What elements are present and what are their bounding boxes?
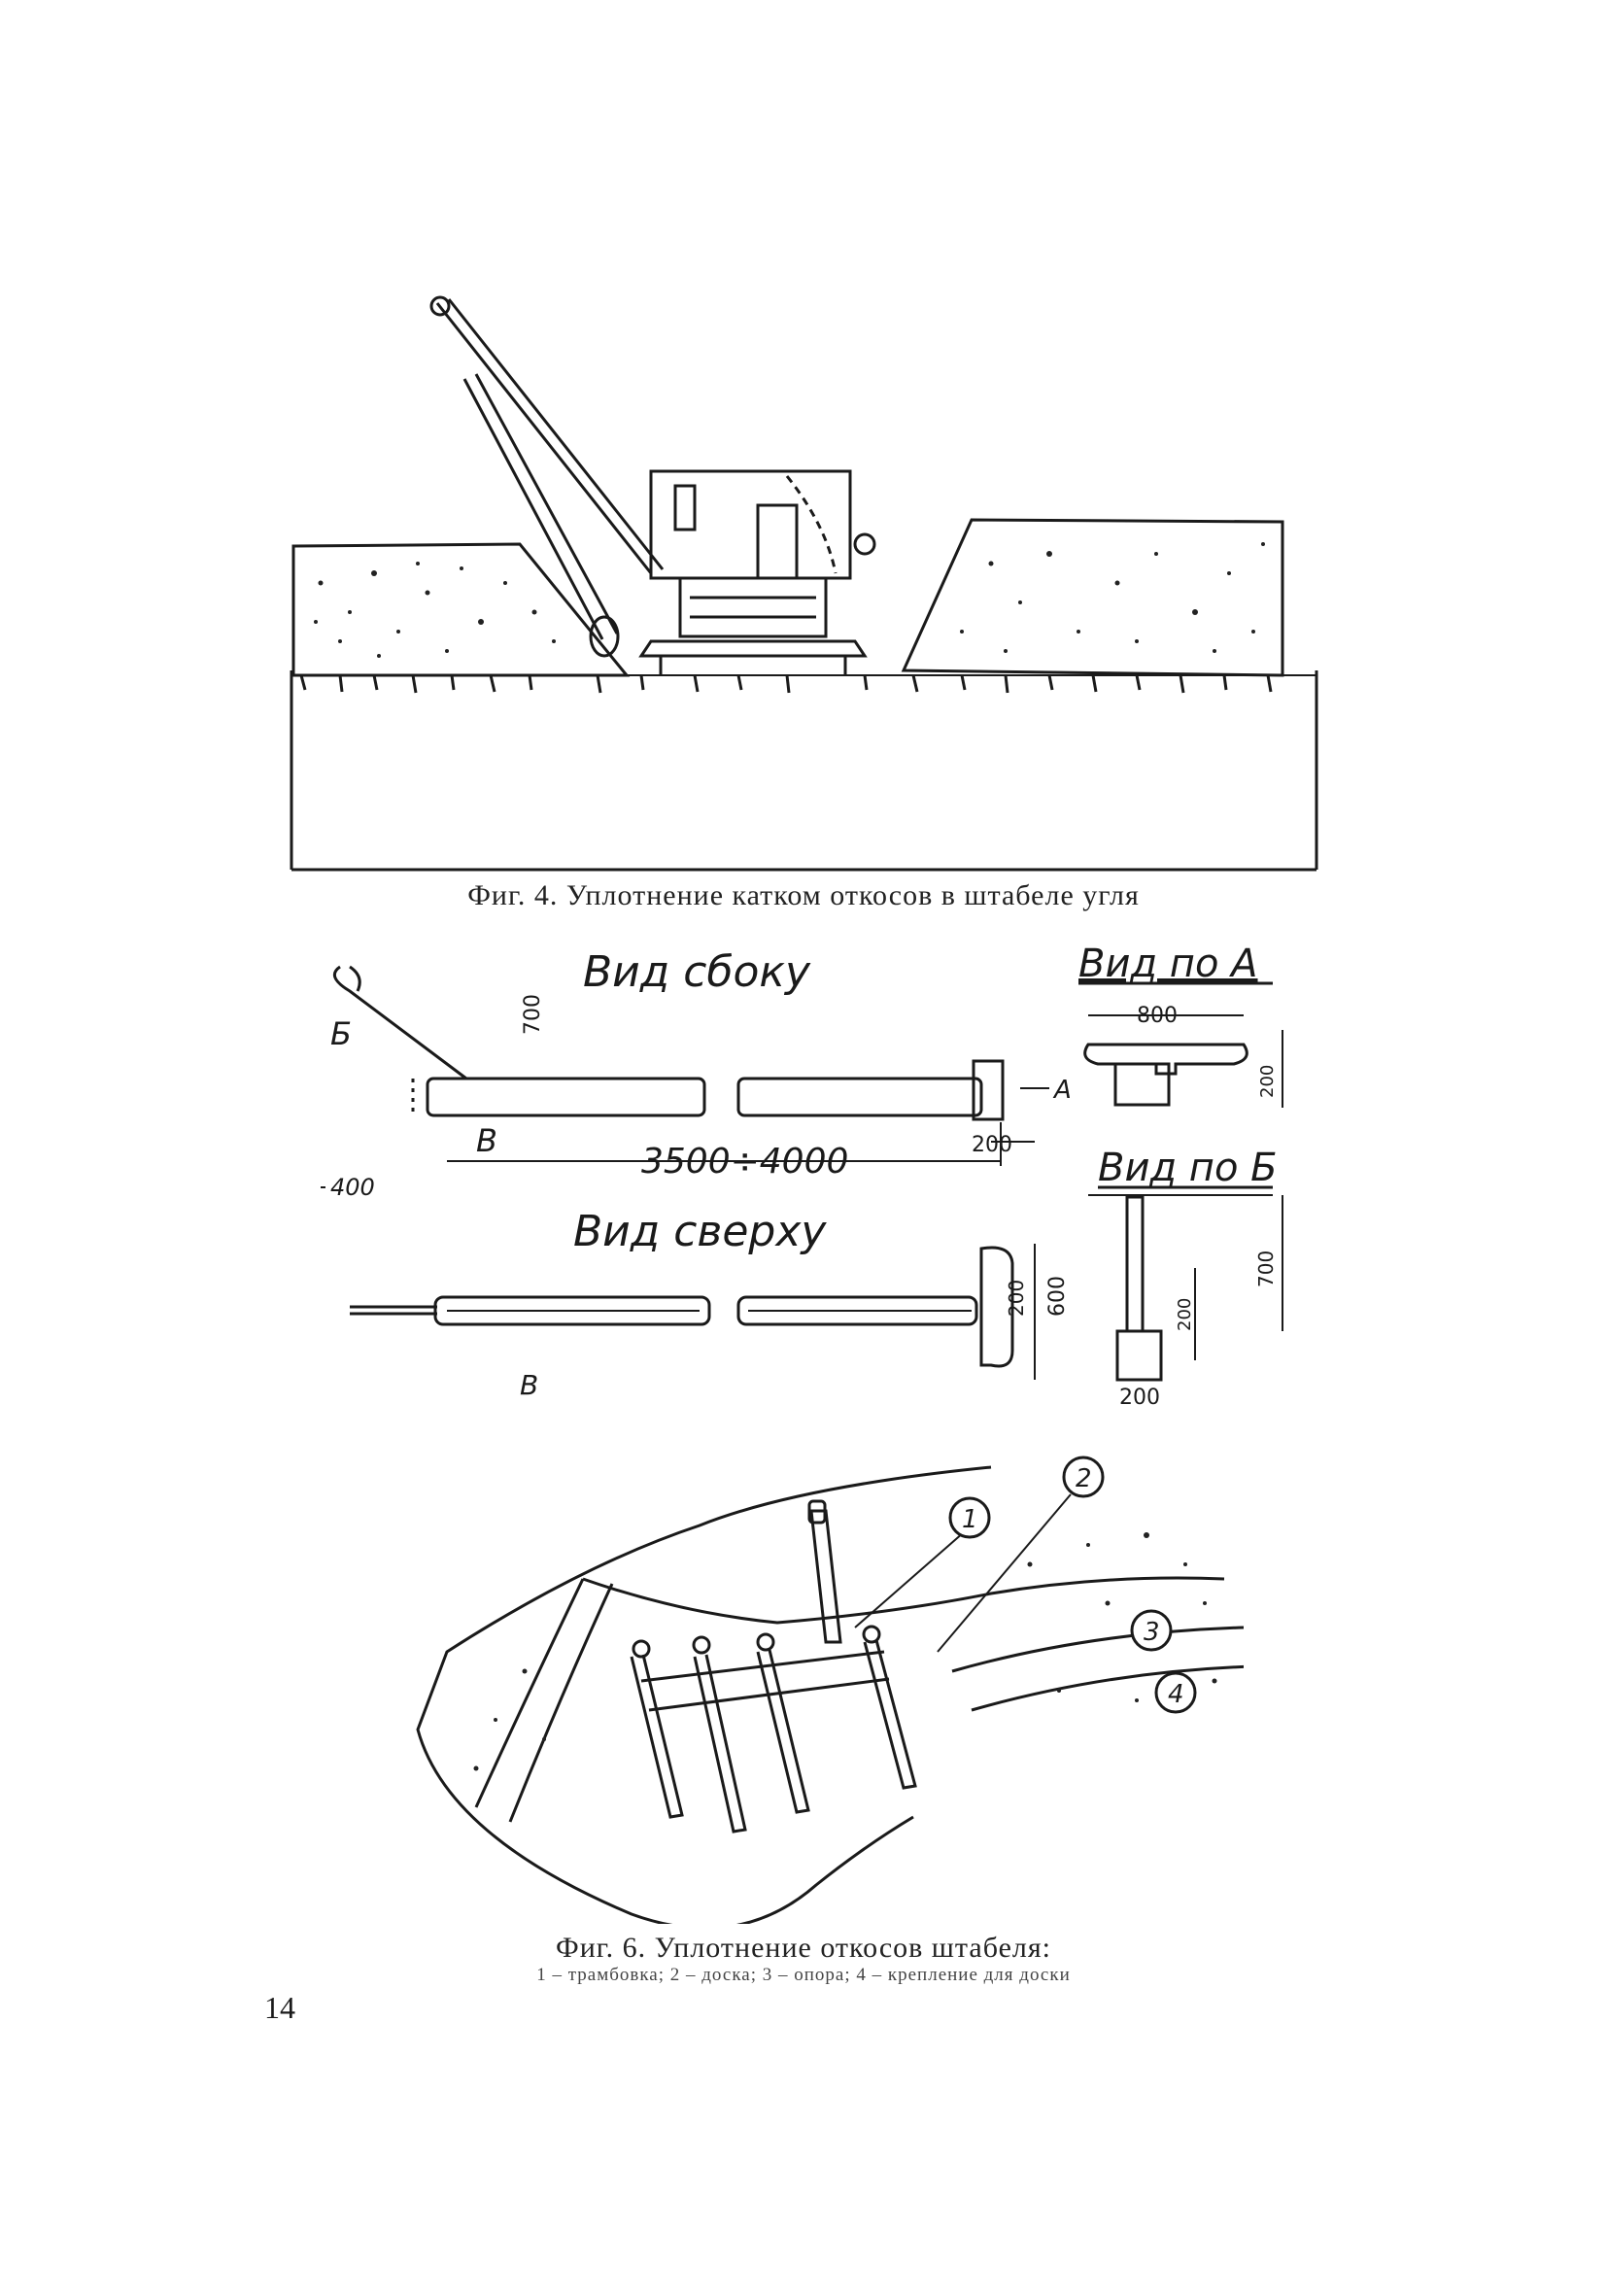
crane — [429, 295, 876, 675]
dim-400: 400 — [330, 1174, 375, 1201]
dim-600-top: 600 — [1045, 1276, 1070, 1317]
dim-length: 3500÷4000 — [641, 1142, 848, 1182]
view-b-title: Вид по Б — [1098, 1146, 1278, 1190]
figure-6-slope-drawing: 1 2 3 4 — [408, 1448, 1244, 1924]
view-a-drawing — [1083, 1014, 1283, 1108]
coal-dots — [473, 1532, 1217, 1771]
view-a-title: Вид по А — [1078, 942, 1258, 986]
dim-200-b-v: 200 — [1175, 1298, 1195, 1331]
tamper-views-svg: Вид сбоку Вид сверху Вид по А Вид по Б Б… — [321, 942, 1283, 1410]
dim-line-length — [447, 1122, 1035, 1166]
figure-4-crane-drawing — [282, 291, 1331, 874]
figure-6-caption: Фиг. 6. Уплотнение откосов штабеля: — [556, 1932, 1051, 1964]
callout-circle-3 — [1130, 1609, 1173, 1652]
figure-6-legend: 1 – трамбовка; 2 – доска; 3 – опора; 4 –… — [536, 1965, 1071, 1985]
label-v-top: В — [520, 1369, 538, 1401]
dim-200-side: 200 — [972, 1133, 1012, 1157]
side-view-title: Вид сбоку — [583, 947, 811, 997]
top-view-drawing — [350, 1244, 1036, 1380]
label-b: Б — [330, 1015, 352, 1052]
dim-700-side: 700 — [521, 994, 545, 1035]
callouts: 1 2 3 4 — [948, 1456, 1197, 1714]
dim-700-b: 700 — [1254, 1251, 1278, 1287]
pile-outline — [416, 1465, 1244, 1924]
callout-4: 4 — [1168, 1680, 1184, 1709]
dim-800-a: 800 — [1137, 1004, 1178, 1028]
dim-200-a: 200 — [1257, 1065, 1278, 1098]
side-view-drawing — [332, 965, 1049, 1121]
frame — [290, 670, 1318, 872]
dim-200-top: 200 — [1005, 1280, 1028, 1317]
figure-4-caption: Фиг. 4. Уплотнение катком откосов в штаб… — [467, 879, 1140, 911]
page-number: 14 — [264, 1990, 295, 2025]
crane-compaction-svg — [290, 295, 1318, 872]
callout-3: 3 — [1144, 1618, 1160, 1647]
callout-circle-2 — [1062, 1456, 1105, 1498]
figure-5-tamper-drawing: Вид сбоку Вид сверху Вид по А Вид по Б Б… — [311, 933, 1321, 1419]
view-b-drawing — [1088, 1194, 1283, 1382]
label-v-side: В — [476, 1122, 497, 1159]
tamper-boards — [630, 1499, 917, 1833]
callout-circle-4 — [1154, 1671, 1197, 1714]
callout-circle-1 — [948, 1496, 991, 1539]
leader-lines — [854, 1493, 1072, 1653]
slope-compaction-svg: 1 2 3 4 — [416, 1456, 1244, 1924]
right-coal-pile — [901, 518, 1284, 677]
label-a: А — [1052, 1076, 1072, 1105]
callout-2: 2 — [1076, 1464, 1092, 1493]
top-view-title: Вид сверху — [573, 1207, 827, 1256]
left-coal-pile — [291, 542, 631, 677]
callout-1: 1 — [962, 1505, 978, 1534]
surface-marks — [299, 674, 1273, 694]
dim-200-b-h: 200 — [1119, 1386, 1160, 1410]
